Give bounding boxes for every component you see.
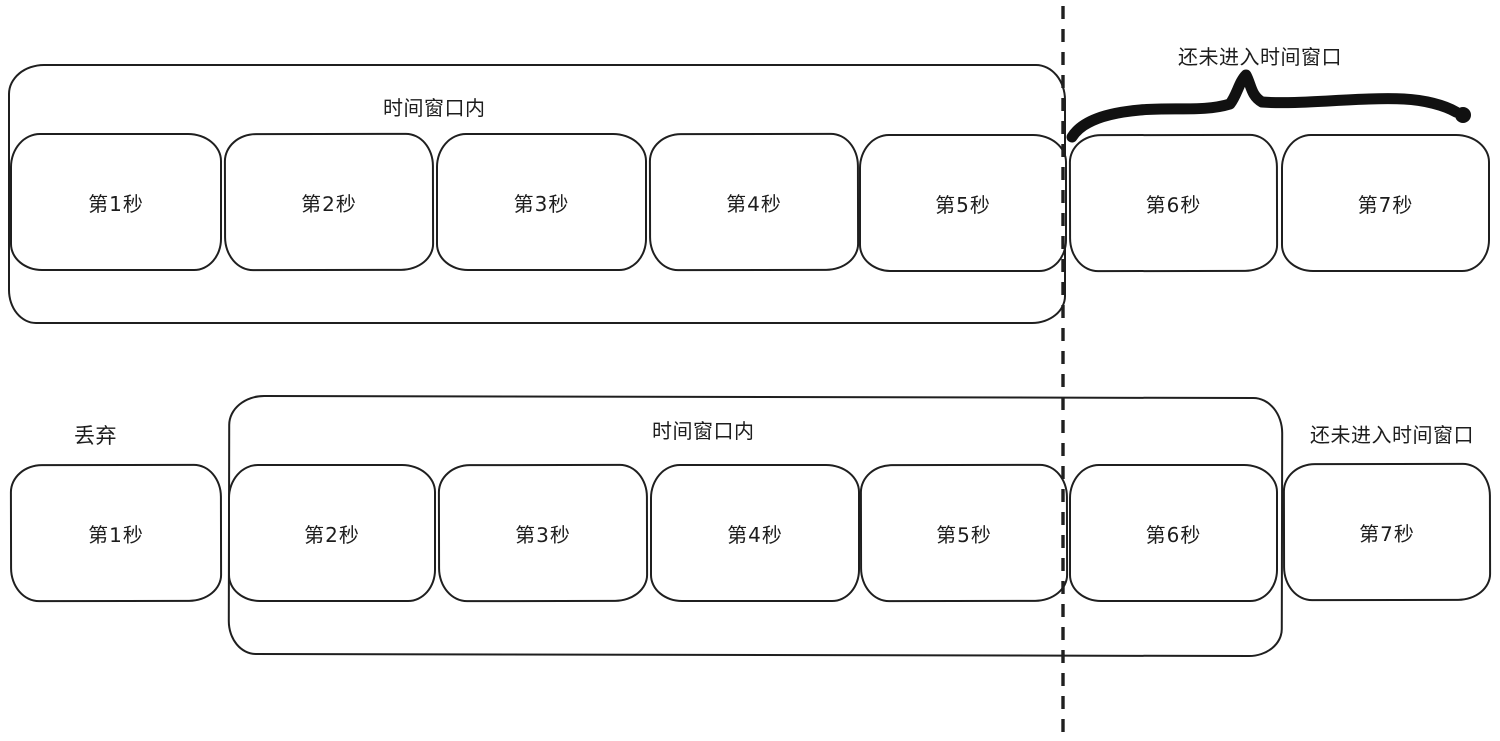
bottom-second-box-1: 第1秒 (9, 463, 223, 603)
bottom-second-label-7: 第7秒 (1359, 521, 1415, 546)
top-second-box-1: 第1秒 (10, 133, 222, 271)
bottom-second-box-5: 第5秒 (859, 463, 1069, 603)
brace-end-dot (1455, 107, 1471, 123)
bottom-second-label-5: 第5秒 (936, 522, 992, 547)
top-second-box-4: 第4秒 (648, 132, 860, 272)
bottom-second-box-3: 第3秒 (437, 463, 649, 603)
top-second-label-3: 第3秒 (513, 191, 570, 216)
bottom-second-label-6: 第6秒 (1145, 522, 1202, 547)
bottom-second-label-3: 第3秒 (515, 522, 571, 547)
top-second-label-5: 第5秒 (935, 192, 991, 217)
top-second-box-5: 第5秒 (859, 134, 1067, 272)
not-in-window-brace (1066, 69, 1462, 143)
bottom-second-box-7: 第7秒 (1282, 462, 1492, 602)
bottom-window-label: 时间窗口内 (652, 419, 755, 443)
top-second-box-6: 第6秒 (1068, 133, 1279, 273)
top-second-label-6: 第6秒 (1145, 192, 1202, 217)
bottom-second-label-2: 第2秒 (304, 522, 360, 547)
top-second-box-2: 第2秒 (223, 132, 435, 272)
top-window-label: 时间窗口内 (383, 96, 486, 120)
bottom-second-label-1: 第1秒 (88, 522, 144, 547)
top-second-label-4: 第4秒 (726, 191, 782, 216)
top-second-label-7: 第7秒 (1357, 192, 1414, 217)
top-second-label-1: 第1秒 (88, 191, 144, 216)
bottom-second-box-4: 第4秒 (650, 464, 860, 602)
bottom-outside-window-label: 还未进入时间窗口 (1310, 423, 1474, 447)
bottom-second-box-2: 第2秒 (228, 464, 436, 602)
top-second-label-2: 第2秒 (301, 191, 357, 216)
top-outside-window-label: 还未进入时间窗口 (1178, 45, 1342, 69)
discard-label: 丢弃 (74, 424, 117, 448)
bottom-second-box-6: 第6秒 (1069, 464, 1278, 602)
bottom-second-label-4: 第4秒 (727, 522, 783, 547)
top-second-box-7: 第7秒 (1281, 134, 1490, 272)
top-second-box-3: 第3秒 (436, 133, 647, 271)
